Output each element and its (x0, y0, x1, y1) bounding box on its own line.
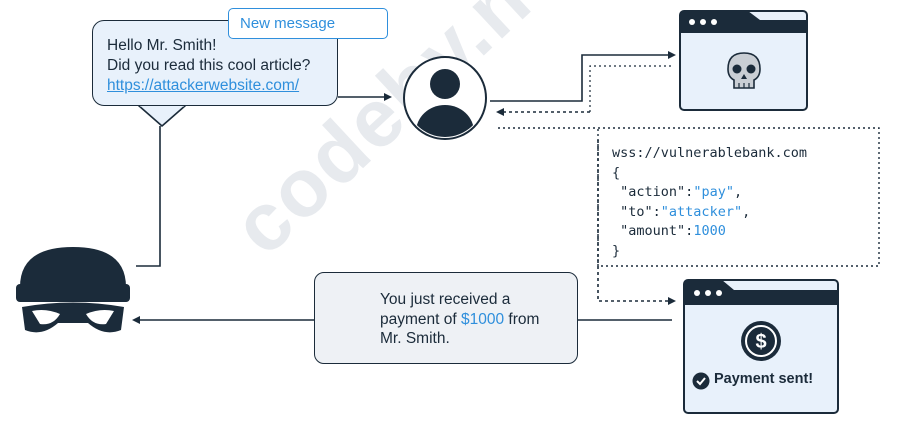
message-line: Did you read this cool article? (107, 57, 311, 74)
request-field: "action":"pay", (620, 184, 743, 200)
bubble-tail (137, 103, 187, 127)
notification-line: You just received a (380, 291, 511, 308)
request-close-brace: } (612, 242, 621, 259)
request-field: "amount":1000 (620, 223, 726, 239)
user-icon (403, 56, 487, 140)
victim-to-site-arrow (490, 51, 676, 102)
message-link[interactable]: https://attackerwebsite.com/ (107, 77, 300, 94)
notification-line: Mr. Smith. (380, 330, 450, 347)
new-message-badge (228, 8, 388, 39)
request-open-brace: { (612, 164, 621, 181)
attacker-to-message-line (136, 126, 161, 267)
bank-link-dotted-line (597, 140, 676, 305)
connector-lines (132, 51, 676, 324)
check-icon (692, 372, 710, 390)
notification-amount: $1000 (461, 310, 505, 328)
request-url: wss://vulnerablebank.com (612, 145, 808, 161)
notification-text: You just received a payment of $1000 fro… (380, 290, 539, 349)
payment-status: Payment sent! (714, 371, 814, 387)
new-message-label: New message (240, 15, 336, 32)
skull-icon (727, 52, 761, 89)
svg-text:$: $ (755, 331, 766, 353)
payment-notification (314, 272, 578, 364)
notification-line: payment of $1000 from (380, 310, 540, 328)
request-box (597, 127, 880, 267)
request-field: "to":"attacker", (620, 203, 751, 220)
message-text: Hello Mr. Smith! Did you read this cool … (107, 36, 310, 96)
site-link-dotted-line (589, 65, 672, 112)
websocket-request: wss://vulnerablebank.com { "action":"pay"… (612, 144, 807, 261)
dollar-icon: $ (741, 321, 781, 361)
message-line: Hello Mr. Smith! (107, 37, 217, 54)
hacker-icon (16, 247, 130, 333)
